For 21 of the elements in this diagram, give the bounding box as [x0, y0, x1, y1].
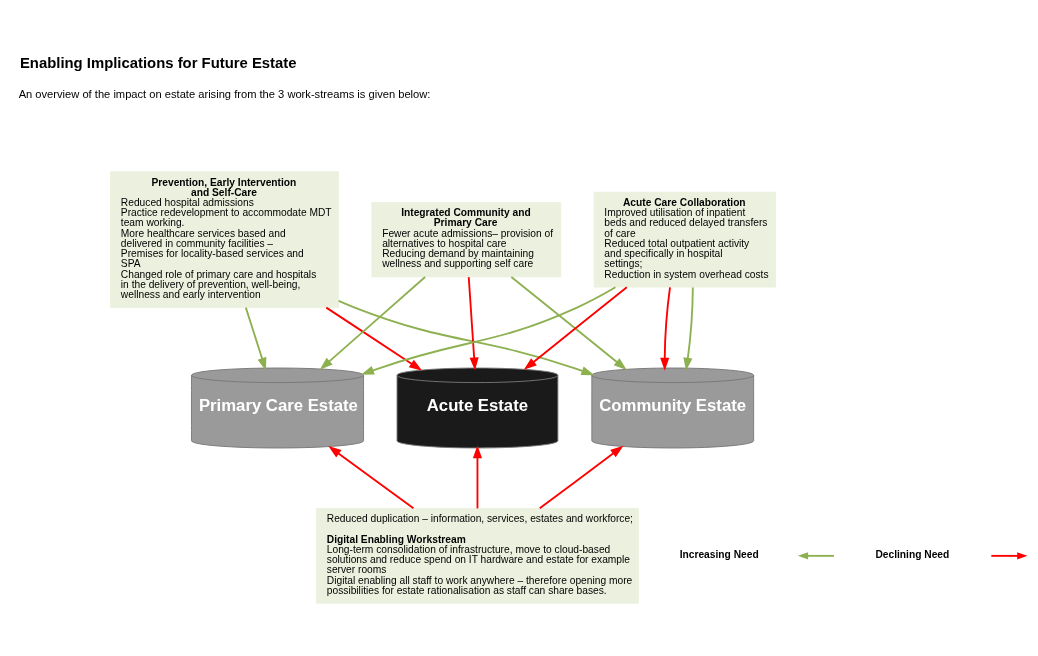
arrow [244, 306, 267, 371]
diagram-title: Enabling Implications for Future Estate [19, 54, 297, 71]
node-box: Integrated Community and Primary Care Fewer acute admissions– provision of alternatives to hospital care Reducing demand by maintaining wellness and supporting self care [371, 201, 562, 277]
arrow [510, 275, 627, 370]
arrow [319, 275, 427, 370]
node-box: Prevention, Early Intervention and Self-Care Reduced hospital admissions Practice redevelopment to accommodate MDT team working. More healthcare services based and delivered in community facilities – Premises for locality-based services and SPA Changed role of primary care and hospitals in the delivery of prevention, well-being, wellness and early intervention [110, 170, 339, 308]
arrow [472, 444, 483, 509]
label: An overview of the impact on estate arising from the 3 work-streams is given below: [18, 87, 431, 100]
arrow [538, 445, 624, 509]
arrow [360, 285, 617, 375]
arrow [325, 306, 423, 371]
legend-label: Increasing Need [679, 548, 759, 560]
arrow [337, 299, 595, 375]
legend-label: Declining Need [875, 548, 950, 560]
node-box: Acute Care Collaboration Improved utilisation of inpatient beds and reduced delayed transfers of care Reduced total outpatient activity and specifically in hospital settings; Reduction in system overhead costs [593, 191, 776, 288]
arrow [660, 286, 671, 371]
arrow [328, 445, 415, 509]
arrow [467, 275, 479, 371]
node-box: Reduced duplication – information, services, estates and workforce; Digital Enabling Workstream Long-term consolidation of infrastructure, move to cloud-based solutions and reduce spend on IT hardware and estate for example server rooms Digital enabling all staff to work anywhere – therefore opening more possibilities for estate rationalisation as staff can share bases. [316, 507, 639, 604]
arrow [683, 286, 694, 371]
arrow [523, 285, 628, 370]
